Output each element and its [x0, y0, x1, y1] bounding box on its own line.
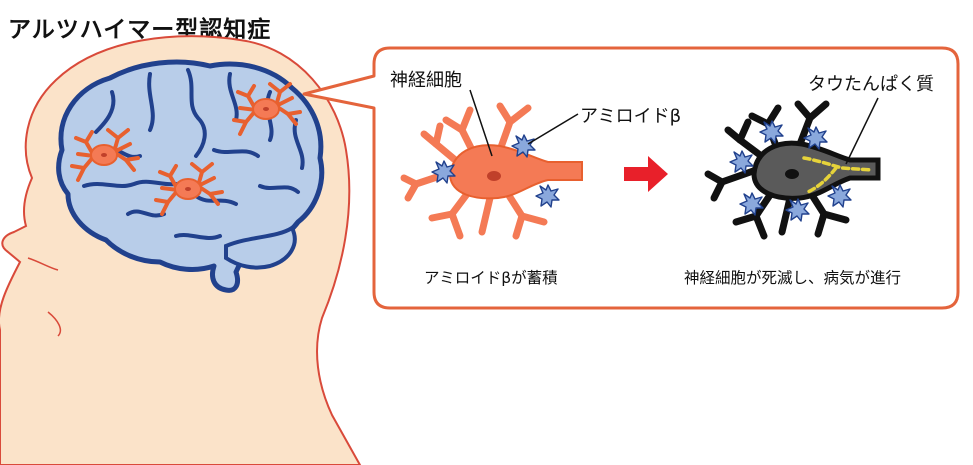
healthy-neuron — [400, 89, 583, 240]
progression-arrow — [624, 156, 668, 192]
neuron-label: 神経細胞 — [390, 70, 462, 91]
caption-neuron-death: 神経細胞が死滅し、病気が進行 — [684, 269, 902, 287]
brain — [56, 59, 325, 293]
dead-neuron — [704, 97, 881, 240]
tau-label: タウたんぱく質 — [808, 74, 934, 95]
caption-amyloid-accumulation: アミロイドβが蓄積 — [424, 269, 558, 287]
amyloid-label: アミロイドβ — [580, 106, 682, 127]
